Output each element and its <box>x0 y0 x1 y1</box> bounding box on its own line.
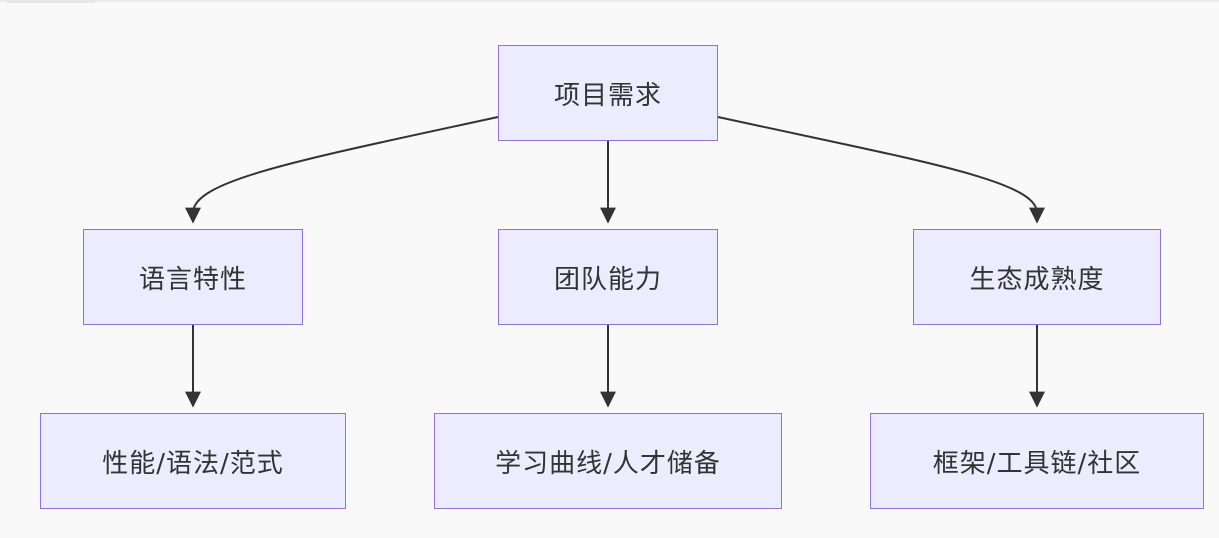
top-border <box>0 0 1219 2</box>
edge-root-lang <box>185 116 499 224</box>
edge-root-eco <box>717 116 1045 224</box>
node-ecosystem-maturity: 生态成熟度 <box>913 229 1161 325</box>
node-project-requirements: 项目需求 <box>498 45 718 141</box>
node-team-capability: 团队能力 <box>498 229 718 325</box>
node-performance-syntax-paradigm: 性能/语法/范式 <box>40 413 346 509</box>
node-language-features: 语言特性 <box>83 229 303 325</box>
node-framework-toolchain-community: 框架/工具链/社区 <box>870 413 1204 509</box>
tab-hint <box>6 0 96 3</box>
node-learning-curve-talent: 学习曲线/人才储备 <box>434 413 782 509</box>
